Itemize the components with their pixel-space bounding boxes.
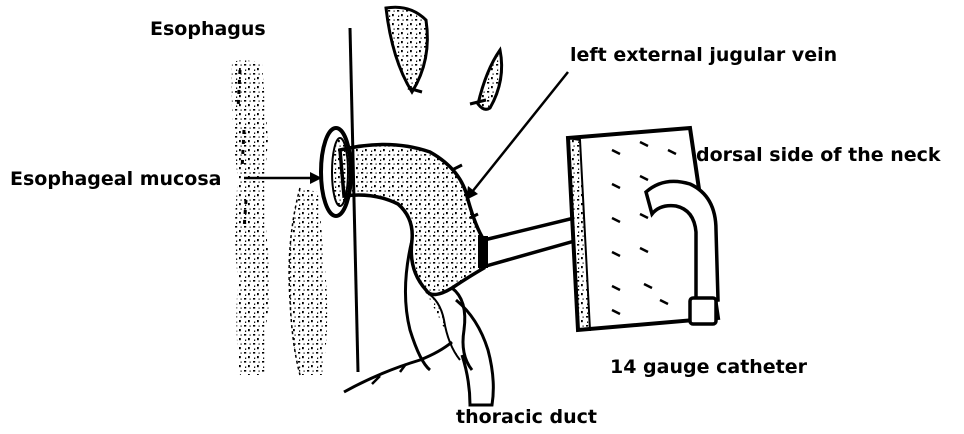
jugular-vein (340, 144, 484, 294)
label-jugular-vein: left external jugular vein (570, 46, 837, 65)
connecting-tube (478, 218, 578, 268)
label-thoracic-duct: thoracic duct (456, 408, 597, 427)
label-dorsal-neck: dorsal side of the neck (696, 146, 941, 165)
esophagus-line (350, 28, 358, 372)
label-esophageal-mucosa: Esophageal mucosa (10, 170, 222, 189)
label-catheter: 14 gauge catheter (610, 358, 807, 377)
mucosa-flap (289, 188, 327, 375)
upper-tissue-shapes (386, 7, 502, 109)
label-esophagus: Esophagus (150, 20, 266, 39)
esophagus-wall-left (232, 60, 270, 375)
